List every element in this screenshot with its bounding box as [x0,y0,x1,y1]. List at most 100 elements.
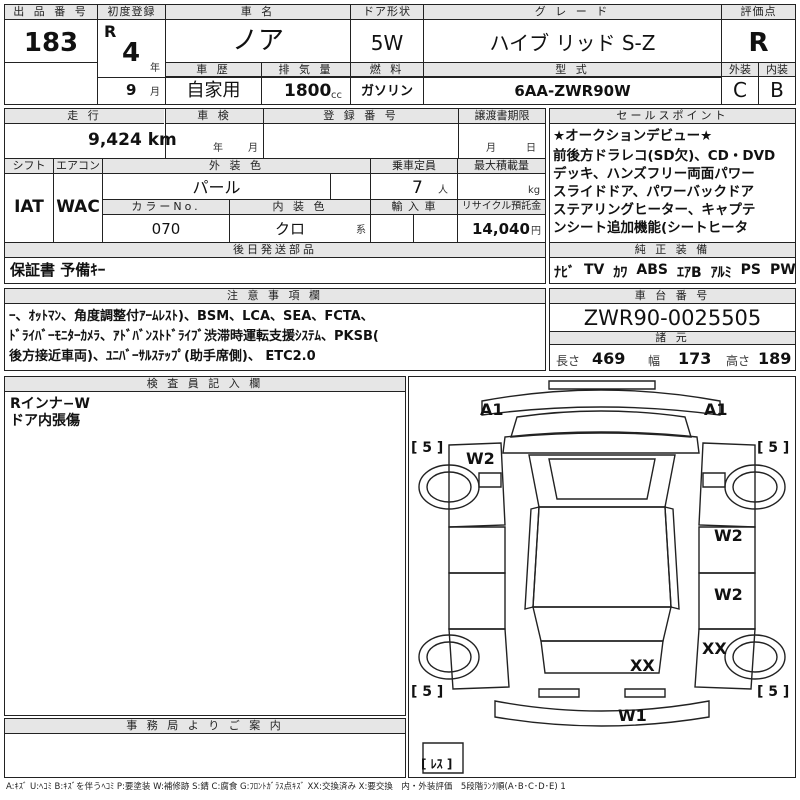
legend: A:ｷｽﾞ U:ﾍｺﾐ B:ｷｽﾞを伴うﾍｺﾐ P:要塗装 W:補修跡 S:錆 … [6,782,566,792]
chassis-block [549,288,796,371]
car-name: ノア [231,26,284,56]
chassis-number: ZWR90-0025505 [583,306,762,330]
office-block [4,718,406,778]
notes-line-1: ﾄﾞﾗｲﾊﾞｰﾓﾆﾀｰｶﾒﾗ、ｱﾄﾞﾊﾞﾝｽﾄﾄﾞﾗｲﾌﾞ渋滞時運転支援ｼｽﾃﾑ… [9,329,379,344]
notes-line-0: ｰ、ｵｯﾄﾏﾝ、角度調整付ｱｰﾑﾚｽﾄ)、BSM、LCA、SEA、FCTA、 [9,309,374,324]
int-color-label: 内 装 色 [230,200,370,215]
width-label: 幅 [648,354,661,368]
equip-airbag: ｴｱB [676,265,702,281]
capacity-unit: 人 [438,185,448,196]
length-value: 469 [592,349,626,368]
year-suffix: 年 [150,63,160,74]
inspection-year: 年 [213,143,223,154]
mark-xx-right: XX [702,639,727,658]
grade: ハイブ リッド S-Z [489,31,656,55]
era-text: R [104,22,117,41]
notes-block [4,288,546,371]
capacity-label: 乗車定員 [371,159,457,174]
lot-no-label: 出 品 番 号 [5,5,97,20]
mark-w2-right-low: W2 [714,585,743,604]
mark-a1-right: A1 [704,400,728,419]
capacity: 7 [412,178,423,198]
car-outline-diagram [418,380,786,774]
equipment-list: ﾅﾋﾞ TV ｶﾜ ABS ｴｱB ｱﾙﾐ PS PW [554,262,796,281]
equip-navi: ﾅﾋﾞ [554,265,575,281]
tire-front-left: [ 5 ] [411,440,444,456]
mileage: 9,424 km [88,130,177,150]
equip-tv: TV [584,262,605,278]
equip-pw: PW [770,262,796,278]
equip-abs: ABS [636,262,668,278]
max-load-unit: kg [528,185,541,196]
displacement-label: 排 気 量 [262,63,350,77]
int-color: クロ [274,220,305,238]
selling-points-label: セールスポイント [550,109,795,124]
mark-w2-front-left: W2 [466,449,495,468]
transfer-day: 日 [526,143,536,154]
selling-line-3: スライドドア、パワーバックドア [553,184,755,200]
shift: IAT [14,197,44,217]
fuel: ガソリン [360,84,413,99]
exterior-label: 外装 [722,63,758,77]
fuel-label: 燃 料 [351,63,423,77]
width-value: 173 [678,349,712,368]
door-type: 5W [370,31,404,55]
rating-label: 評価点 [722,5,795,20]
inspector-line-0: Rインナ−W [10,396,90,412]
inspector-block [4,376,406,716]
header-block [4,4,796,105]
door-label: ドア形状 [351,5,423,20]
history: 自家用 [186,80,241,101]
tire-spare: [ ﾚｽ ] [421,757,453,771]
int-color-suffix: 系 [356,225,366,236]
rating: R [748,28,769,58]
office-label: 事 務 局 よ り ご 案 内 [5,719,405,734]
model-label: 型 式 [424,63,721,77]
lot-no: 183 [23,28,79,58]
interior-label: 内装 [759,63,795,77]
ac-label: エアコン [54,159,102,174]
damage-diagram-frame [408,376,796,778]
inspector-label: 検 査 員 記 入 欄 [5,377,405,392]
month-number: 9 [126,81,137,99]
history-label: 車 歴 [166,63,261,77]
recycle-unit: 円 [531,226,541,237]
interior-grade: B [770,78,784,102]
mileage-label: 走 行 [5,109,164,124]
tire-rear-left: [ 5 ] [411,684,444,700]
selling-points-block [549,108,796,284]
max-load-label: 最大積載量 [458,159,545,174]
tire-rear-right: [ 5 ] [757,684,790,700]
mark-w1-rear: W1 [618,706,647,725]
after-parts: 保証書 予備ｷｰ [10,261,106,279]
mark-a1-left: A1 [480,400,504,419]
selling-line-5: ンシート追加機能(シートヒータ [553,220,749,236]
inspection-month: 月 [248,143,258,154]
reg-no-label: 登 録 番 号 [264,109,458,124]
length-label: 長さ [556,354,581,368]
selling-line-0: ★オークションデビュー★ [553,128,713,144]
exterior-grade: C [733,78,747,102]
tire-front-right: [ 5 ] [757,440,790,456]
inspection-label: 車 検 [166,109,263,124]
inspector-line-1: ドア内張傷 [10,413,80,429]
dims-label: 諸 元 [550,332,795,345]
equip-alloy: ｱﾙﾐ [710,265,732,281]
shift-label: シフト [5,159,53,174]
selling-line-4: ステアリングヒーター、キャプテ [553,202,756,218]
transfer-month: 月 [486,143,496,154]
year-number: 4 [122,38,141,68]
equip-leather: ｶﾜ [613,265,628,281]
equipment-label: 純 正 装 備 [550,243,795,258]
color-no: 070 [151,220,181,238]
mark-xx-center: XX [630,656,655,675]
transfer-label: 譲渡書期限 [459,109,545,124]
selling-line-2: デッキ、ハンズフリー両面パワー [553,166,755,182]
after-parts-label: 後日発送部品 [5,243,545,258]
detail-block [4,108,546,284]
car-name-label: 車 名 [166,5,350,20]
color-no-label: カラーNo. [103,200,229,215]
mark-w2-right-mid: W2 [714,526,743,545]
model-code: 6AA-ZWR90W [514,82,631,100]
selling-line-1: 前後方ドラレコ(SD欠)、CD・DVD [553,148,776,164]
